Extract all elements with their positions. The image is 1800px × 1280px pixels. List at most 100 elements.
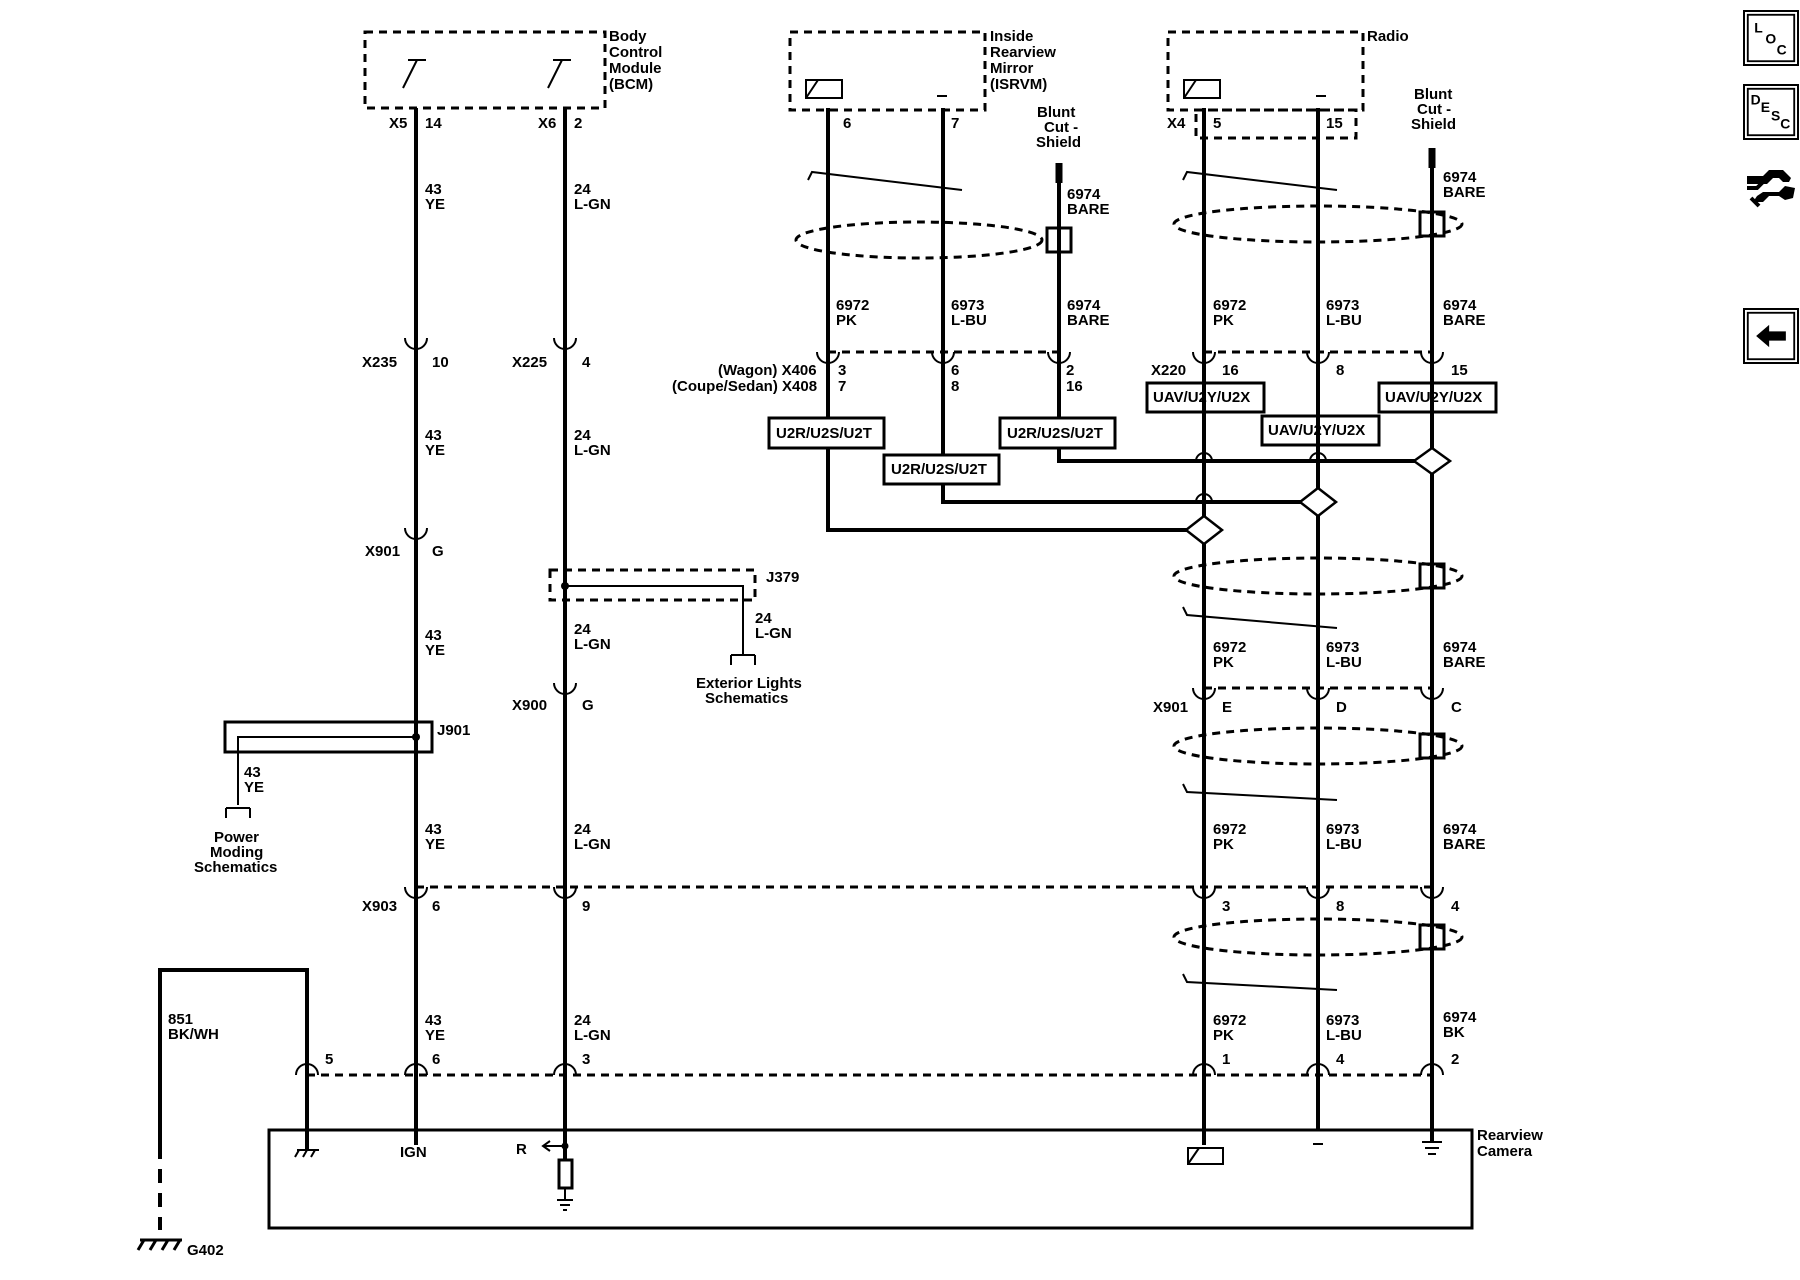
svg-text:6: 6: [432, 898, 440, 915]
svg-text:24: 24: [574, 1012, 591, 1029]
svg-text:7: 7: [838, 378, 846, 395]
svg-text:6974: 6974: [1443, 169, 1477, 186]
svg-text:U2R/U2S/U2T: U2R/U2S/U2T: [891, 461, 987, 478]
svg-text:(ISRVM): (ISRVM): [990, 76, 1047, 93]
svg-text:BARE: BARE: [1067, 201, 1110, 218]
svg-text:24: 24: [574, 427, 591, 444]
svg-text:J379: J379: [766, 569, 799, 586]
svg-text:BARE: BARE: [1443, 836, 1486, 853]
svg-text:5: 5: [325, 1051, 333, 1068]
svg-text:851: 851: [168, 1011, 193, 1028]
desc-icon: D E S C: [1746, 87, 1796, 137]
svg-text:Rearview: Rearview: [990, 44, 1056, 61]
svg-text:(Wagon) X406: (Wagon) X406: [718, 362, 817, 379]
svg-text:8: 8: [951, 378, 959, 395]
svg-text:X235: X235: [362, 354, 397, 371]
connector-x235: X235 10: [362, 337, 449, 371]
svg-text:(BCM): (BCM): [609, 76, 653, 93]
svg-text:6973: 6973: [1326, 639, 1359, 656]
desc-button[interactable]: D E S C: [1743, 84, 1799, 140]
svg-text:X6: X6: [538, 115, 556, 132]
wire-isrvm-lbu: [941, 108, 1318, 504]
svg-text:2: 2: [1451, 1051, 1459, 1068]
svg-text:E: E: [1761, 99, 1770, 115]
svg-text:Cut -: Cut -: [1417, 101, 1451, 118]
svg-text:L-BU: L-BU: [1326, 836, 1362, 853]
svg-text:Radio: Radio: [1367, 28, 1409, 45]
svg-text:1: 1: [1222, 1051, 1230, 1068]
svg-text:16: 16: [1066, 378, 1083, 395]
svg-text:6: 6: [843, 115, 851, 132]
svg-text:6: 6: [432, 1051, 440, 1068]
bcm-module: Body Control Module (BCM): [363, 28, 662, 110]
svg-text:6972: 6972: [1213, 297, 1246, 314]
svg-text:G: G: [582, 697, 594, 714]
svg-text:6974: 6974: [1067, 297, 1101, 314]
svg-text:X5: X5: [389, 115, 407, 132]
svg-text:YE: YE: [425, 836, 445, 853]
svg-text:L-BU: L-BU: [1326, 1027, 1362, 1044]
svg-text:X220: X220: [1151, 362, 1186, 379]
svg-text:PK: PK: [1213, 312, 1234, 329]
svg-text:43: 43: [425, 1012, 442, 1029]
connector-view-button[interactable]: [1743, 158, 1799, 214]
svg-text:24: 24: [755, 610, 772, 627]
svg-text:Blunt: Blunt: [1037, 104, 1075, 121]
svg-text:Shield: Shield: [1411, 116, 1456, 133]
back-button[interactable]: [1743, 308, 1799, 364]
svg-text:43: 43: [425, 181, 442, 198]
svg-text:43: 43: [425, 821, 442, 838]
svg-text:Camera: Camera: [1477, 1143, 1533, 1160]
svg-text:Moding: Moding: [210, 844, 263, 861]
svg-text:BK: BK: [1443, 1024, 1465, 1041]
svg-text:43: 43: [425, 427, 442, 444]
svg-text:L-GN: L-GN: [574, 442, 611, 459]
svg-text:14: 14: [425, 115, 442, 132]
svg-text:R: R: [516, 1141, 527, 1158]
svg-text:YE: YE: [425, 442, 445, 459]
svg-text:Control: Control: [609, 44, 662, 61]
svg-text:3: 3: [838, 362, 846, 379]
svg-text:2: 2: [574, 115, 582, 132]
svg-text:(Coupe/Sedan) X408: (Coupe/Sedan) X408: [672, 378, 817, 395]
svg-text:6972: 6972: [836, 297, 869, 314]
svg-text:8: 8: [1336, 898, 1344, 915]
svg-text:L-GN: L-GN: [574, 636, 611, 653]
svg-text:6974: 6974: [1443, 1009, 1477, 1026]
svg-text:X901: X901: [1153, 699, 1188, 716]
svg-text:Schematics: Schematics: [194, 859, 277, 876]
loc-icon: L O C: [1746, 13, 1796, 63]
svg-text:G402: G402: [187, 1242, 224, 1259]
svg-text:X903: X903: [362, 898, 397, 915]
option-box-uav-2: UAV/U2Y/U2X: [1260, 414, 1381, 447]
connector-icon: [1747, 170, 1795, 208]
svg-text:24: 24: [574, 821, 591, 838]
svg-text:IGN: IGN: [400, 1144, 427, 1161]
wire-ground-851: 851 BK/WH: [158, 968, 309, 1230]
option-box-u2r-1: U2R/U2S/U2T: [767, 416, 886, 450]
svg-text:L-GN: L-GN: [755, 625, 792, 642]
connector-x900: X900 G: [512, 682, 594, 714]
svg-text:U2R/U2S/U2T: U2R/U2S/U2T: [1007, 425, 1103, 442]
svg-text:7: 7: [951, 115, 959, 132]
loc-button[interactable]: L O C: [1743, 10, 1799, 66]
svg-text:3: 3: [1222, 898, 1230, 915]
svg-text:C: C: [1780, 116, 1790, 132]
svg-text:O: O: [1765, 31, 1776, 47]
svg-text:D: D: [1751, 92, 1761, 108]
camera-module: IGN R Rearview Camera: [267, 1127, 1543, 1230]
wire-isrvm-bare: [1055, 163, 1432, 463]
svg-text:BARE: BARE: [1443, 654, 1486, 671]
svg-text:X901: X901: [365, 543, 400, 560]
svg-text:BARE: BARE: [1443, 312, 1486, 329]
svg-text:UAV/U2Y/U2X: UAV/U2Y/U2X: [1268, 422, 1365, 439]
svg-text:Schematics: Schematics: [705, 690, 788, 707]
svg-text:24: 24: [574, 621, 591, 638]
svg-text:YE: YE: [425, 196, 445, 213]
svg-text:3: 3: [582, 1051, 590, 1068]
svg-text:YE: YE: [425, 642, 445, 659]
svg-text:C: C: [1451, 699, 1462, 716]
svg-text:L: L: [1754, 19, 1763, 35]
svg-text:6: 6: [951, 362, 959, 379]
